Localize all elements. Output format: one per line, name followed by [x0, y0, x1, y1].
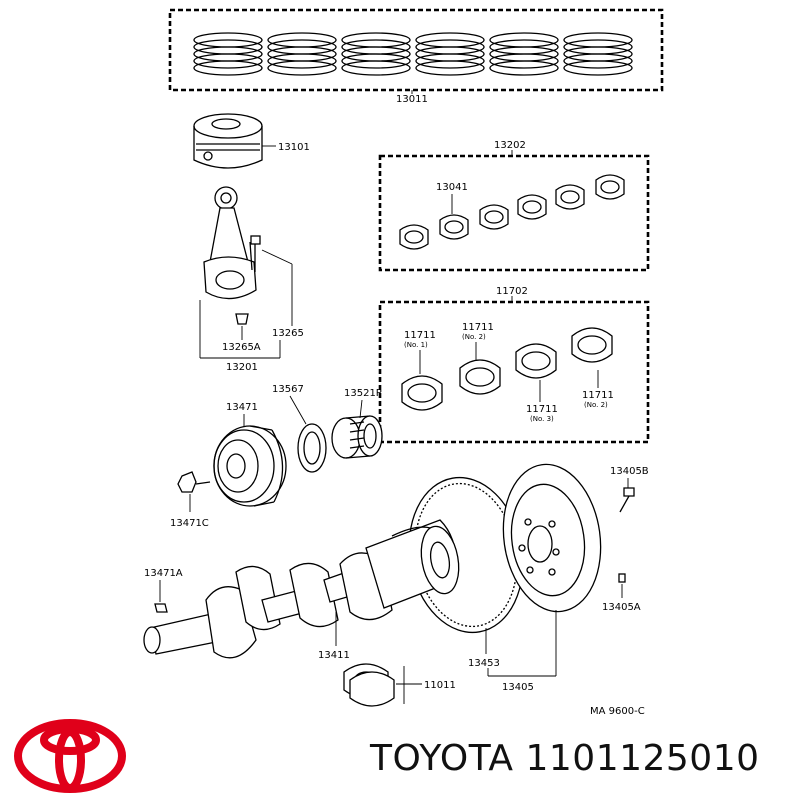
- rod-bearing-shell: [439, 214, 469, 240]
- label-pilot-bearing: 13521P: [344, 388, 382, 399]
- label-pulley: 13471: [226, 402, 258, 413]
- piston-ring-pack: [489, 32, 559, 76]
- label-thrust-washer: 11011: [424, 680, 456, 691]
- piston-ring-pack: [563, 32, 633, 76]
- piston-ring-pack: [415, 32, 485, 76]
- flywheel-dowel-pin: 13405A: [602, 573, 641, 613]
- label-flywheel: 13405: [502, 682, 534, 693]
- thrust-washers: 11011: [343, 663, 456, 707]
- flywheel-bolt: 13405B: [610, 466, 649, 513]
- label-ring-gear: 13453: [468, 658, 500, 669]
- label-rod-nut: 13265A: [222, 342, 261, 353]
- label-main-bearing-2: 11711: [462, 322, 494, 333]
- label-main-bearing-3-note: (No. 3): [530, 415, 554, 423]
- label-key: 13471A: [144, 568, 183, 579]
- rod-bearing-shell: [479, 204, 509, 230]
- label-piston: 13101: [278, 142, 310, 153]
- crankshaft: 13411: [143, 519, 460, 661]
- flywheel: [502, 463, 602, 613]
- label-main-bearing-set: 11702: [496, 286, 528, 297]
- piston-ring-pack: [267, 32, 337, 76]
- rod-bearing-set: 13202 13041: [378, 140, 650, 272]
- main-bearing-shell: [571, 327, 613, 363]
- label-flywheel-bolt: 13405B: [610, 466, 649, 477]
- rod-bearing-shell: [399, 224, 429, 250]
- crankshaft-key: 13471A: [144, 568, 183, 613]
- flywheel-leaders: 13453 13405: [468, 610, 557, 693]
- label-connecting-rod: 13201: [226, 362, 258, 373]
- label-main-bearing-1-note: (No. 1): [404, 341, 428, 349]
- label-main-bearing-1: 11711: [404, 330, 436, 341]
- label-crankshaft: 13411: [318, 650, 350, 661]
- label-dowel-pin: 13405A: [602, 602, 641, 613]
- pulley-bolt: 13471C: [170, 471, 211, 529]
- piston-ring-pack: [341, 32, 411, 76]
- main-bearing-shell: [401, 375, 443, 411]
- main-bearing-set: 11702 11711 (No. 1) 11711 (No. 2) 11711 …: [378, 286, 650, 444]
- pilot-bearing: 13521P: [331, 388, 383, 459]
- toyota-logo: [14, 719, 126, 793]
- label-rod-bearing-set: 13202: [494, 140, 526, 151]
- rod-bearing-shell: [517, 194, 547, 220]
- piston-ring-set: 13011: [168, 8, 664, 105]
- label-piston-ring-set: 13011: [396, 94, 428, 105]
- label-pulley-bolt: 13471C: [170, 518, 209, 529]
- main-bearing-shell: [515, 343, 557, 379]
- piston: 13101: [193, 113, 310, 169]
- label-rod-bolt: 13265: [272, 328, 304, 339]
- label-rod-bearing: 13041: [436, 182, 468, 193]
- drawing-code: MA 9600-C: [590, 706, 645, 717]
- label-main-bearing-2-note: (No. 2): [462, 333, 486, 341]
- front-oil-seal: 13567: [272, 384, 327, 473]
- main-bearing-shell: [459, 359, 501, 395]
- label-main-bearing-3: 11711: [526, 404, 558, 415]
- label-seal: 13567: [272, 384, 304, 395]
- piston-ring-pack: [193, 32, 263, 76]
- rod-bearing-shell: [555, 184, 585, 210]
- label-main-bearing-4: 11711: [582, 390, 614, 401]
- connecting-rod: 13265 13265A 13201: [199, 186, 304, 373]
- rod-bearing-shell: [595, 174, 625, 200]
- brand-part-number: TOYOTA 1101125010: [370, 738, 760, 779]
- label-main-bearing-4-note: (No. 2): [584, 401, 608, 409]
- crankshaft-pulley: 13471: [213, 402, 287, 507]
